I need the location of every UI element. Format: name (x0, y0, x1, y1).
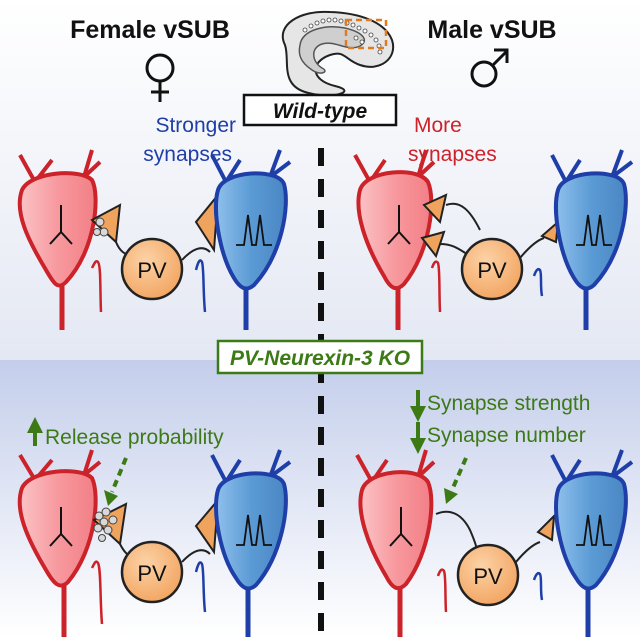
ko-label-box (216, 339, 424, 375)
male-ko-circuit: PV (355, 449, 634, 637)
female-caption-line1: Stronger (155, 114, 236, 137)
pv-terminal (422, 193, 448, 225)
pv-terminal-left (92, 502, 135, 559)
dashed-arrow (110, 457, 128, 493)
blue-pyramidal-neuron (210, 149, 292, 330)
female-symbol-icon (145, 53, 175, 102)
red-ipsc-trace (436, 568, 448, 613)
female-ko-caption: Release probability (45, 426, 224, 449)
pv-terminal-left (90, 203, 132, 257)
red-ipsc-trace (90, 560, 104, 625)
red-pyramidal-neuron (17, 149, 102, 330)
wild-type-box (242, 93, 398, 127)
pv-terminal (536, 513, 556, 542)
female-caption-line2: synapses (143, 143, 232, 166)
blue-ipsc-trace (532, 268, 544, 297)
dashed-arrow (450, 457, 468, 491)
blue-pyramidal-neuron (210, 449, 292, 637)
ko-label: PV-Neurexin-3 KO (230, 347, 410, 370)
pv-interneuron (460, 237, 524, 301)
red-pyramidal-neuron (355, 449, 436, 637)
male-caption-line2: synapses (408, 143, 497, 166)
male-symbol-icon (470, 48, 509, 88)
blue-pyramidal-neuron (550, 449, 634, 637)
dashed-arrow-head (104, 490, 118, 506)
male-wt-circuit: PV (353, 149, 634, 330)
red-pyramidal-neuron (353, 149, 436, 330)
pv-interneuron (120, 540, 184, 604)
male-ko-caption-line1: Synapse strength (427, 392, 590, 415)
wild-type-label: Wild-type (273, 100, 368, 123)
hippocampus-icon (281, 10, 395, 97)
female-ko-circuit: PV (17, 449, 292, 637)
red-ipsc-trace (430, 260, 442, 313)
blue-ipsc-trace (532, 572, 544, 601)
dashed-arrow-head (444, 488, 458, 504)
pv-label: PV (137, 561, 167, 586)
male-title: Male vSUB (427, 16, 556, 44)
blue-ipsc-trace (194, 561, 207, 613)
red-pyramidal-neuron (17, 449, 102, 637)
male-caption-line1: More (414, 114, 462, 137)
pv-label: PV (473, 564, 503, 589)
female-wt-circuit: PV (17, 149, 292, 330)
region-highlight-box (344, 18, 388, 50)
pv-interneuron (456, 543, 520, 607)
pv-label: PV (477, 258, 507, 283)
pv-label: PV (137, 258, 167, 283)
pv-interneuron (120, 237, 184, 301)
blue-pyramidal-neuron (550, 149, 634, 330)
red-ipsc-trace (90, 260, 103, 313)
blue-ipsc-trace (194, 259, 207, 313)
male-ko-caption-line2: Synapse number (427, 424, 586, 447)
female-title: Female vSUB (70, 16, 230, 44)
